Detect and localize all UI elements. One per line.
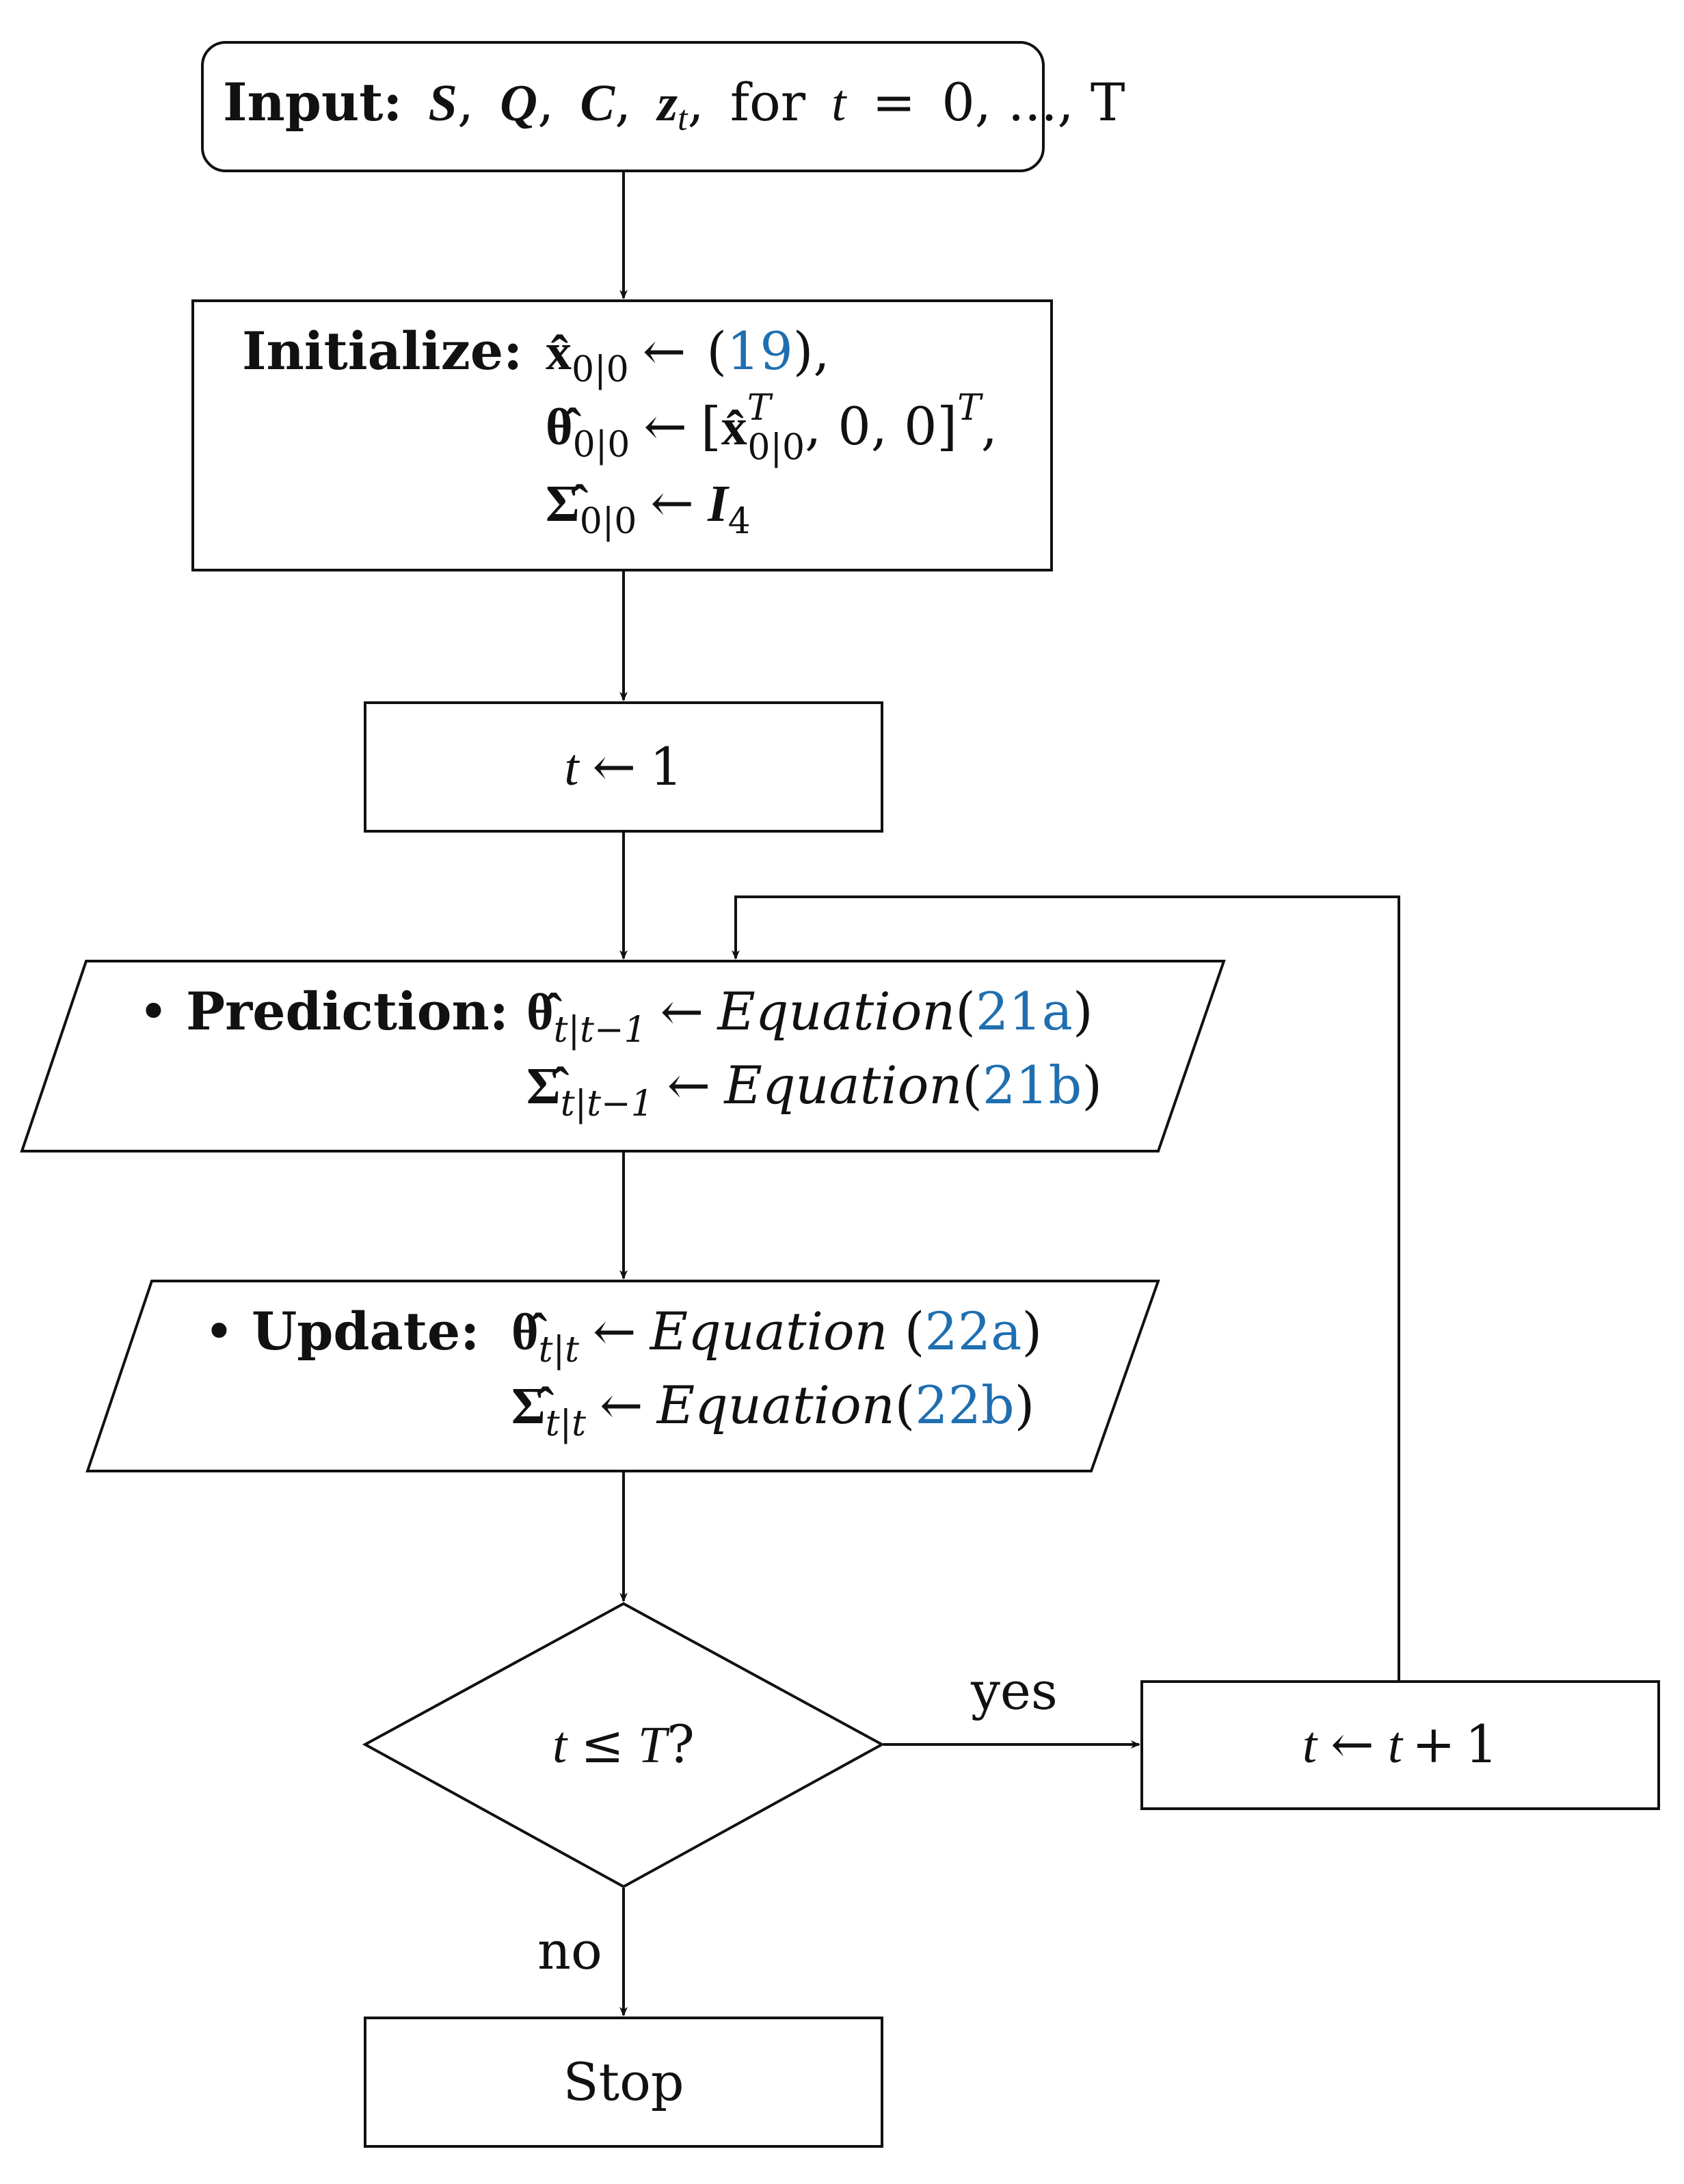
update-line-sigma: Σ̂t|t←Equation(22b) [511,1375,1034,1444]
input-text: Input: S, Q, C, zt, for t = 0, ..., T [223,72,1125,138]
prediction-bullet: • [138,981,169,1042]
yes-label: yes [970,1660,1058,1721]
increment-text: t←t+1 [1302,1714,1498,1775]
ref-21a[interactable]: 21a [976,981,1073,1042]
prediction-node [20,960,1226,1152]
prediction-label: Prediction: [186,981,509,1042]
t-init-node [364,701,883,833]
ref-21b[interactable]: 21b [983,1055,1082,1116]
no-label: no [537,1920,602,1981]
decision-node [362,1602,885,1889]
prediction-line-theta: θ̂t|t−1←Equation(21a) [526,981,1093,1051]
update-bullet: • [204,1301,235,1362]
initialize-node [191,299,1053,571]
update-node [85,1280,1160,1472]
increment-node [1140,1680,1660,1810]
edge-loop-back [732,895,1400,1680]
ref-22a[interactable]: 22a [924,1301,1021,1362]
update-label: Update: [252,1301,479,1362]
decision-text: t≤T? [552,1714,695,1775]
initialize-line-x: x̂0|0←(19), [546,321,830,390]
stop-node [364,2017,883,2148]
initialize-line-sigma: Σ̂0|0←I4 [546,472,751,542]
t-init-text: t←1 [564,736,682,797]
ref-19[interactable]: 19 [727,321,793,381]
update-line-theta: θ̂t|t←Equation (22a) [511,1301,1042,1371]
prediction-line-sigma: Σ̂t|t−1←Equation(21b) [526,1055,1102,1124]
input-node [201,41,1045,172]
stop-label: Stop [563,2051,684,2112]
ref-22b[interactable]: 22b [915,1375,1014,1435]
initialize-label: Initialize: [242,321,522,381]
